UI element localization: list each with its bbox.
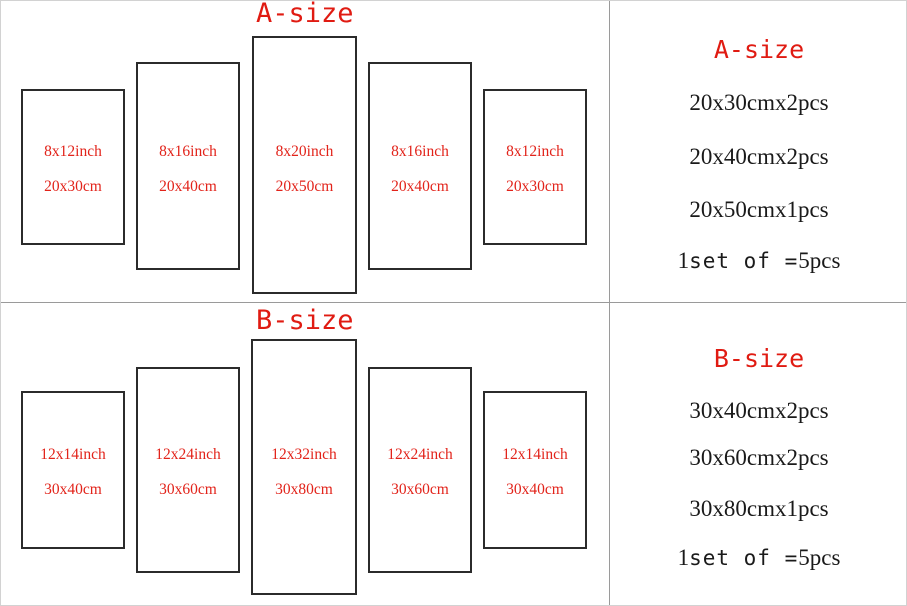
a-panel-5-labels: 8x12inch 20x30cm xyxy=(485,134,585,204)
a-panel-1-labels: 8x12inch 20x30cm xyxy=(23,134,123,204)
column-divider-bottom xyxy=(609,303,610,605)
column-divider-top xyxy=(609,1,610,302)
b-panel-2-labels: 12x24inch 30x60cm xyxy=(138,437,238,507)
b-panel-4-cm: 30x60cm xyxy=(391,481,449,498)
a-size-diagram-title: A-size xyxy=(256,0,354,29)
b-size-diagram-title: B-size xyxy=(256,305,354,336)
a-panel-3: 8x20inch 20x50cm xyxy=(252,36,357,294)
b-size-info-total: 1set of =5pcs xyxy=(610,545,906,570)
b-panel-3-cm: 30x80cm xyxy=(275,481,333,498)
b-panel-5-inch: 12x14inch xyxy=(502,446,568,463)
b-panel-1-cm: 30x40cm xyxy=(44,481,102,498)
b-size-info-title: B-size xyxy=(713,344,805,373)
b-size-total-middle: set of = xyxy=(689,546,799,570)
a-panel-4-cm: 20x40cm xyxy=(391,178,449,195)
a-size-total-middle: set of = xyxy=(689,249,799,273)
b-panel-2: 12x24inch 30x60cm xyxy=(136,367,240,573)
b-size-info-column: B-size 30x40cmx2pcs 30x60cmx2pcs 30x80cm… xyxy=(610,303,906,605)
a-panel-2-inch: 8x16inch xyxy=(159,143,217,160)
b-panel-1-inch: 12x14inch xyxy=(40,446,106,463)
b-panel-5-cm: 30x40cm xyxy=(506,481,564,498)
b-size-info-line-2: 30x60cmx2pcs xyxy=(689,445,829,470)
a-panel-2: 8x16inch 20x40cm xyxy=(136,62,240,270)
a-panel-5-inch: 8x12inch xyxy=(506,143,564,160)
b-panel-3-labels: 12x32inch 30x80cm xyxy=(253,437,355,507)
b-panel-4: 12x24inch 30x60cm xyxy=(368,367,472,573)
b-panel-4-inch: 12x24inch xyxy=(387,446,453,463)
b-panel-5: 12x14inch 30x40cm xyxy=(483,391,587,549)
a-size-info-total: 1set of =5pcs xyxy=(610,248,906,273)
a-size-row: A-size 8x12inch 20x30cm 8x16inch 20x40cm… xyxy=(1,0,906,302)
a-size-info-title: A-size xyxy=(713,35,805,64)
a-panel-4: 8x16inch 20x40cm xyxy=(368,62,472,270)
b-panel-5-labels: 12x14inch 30x40cm xyxy=(485,437,585,507)
b-panel-2-cm: 30x60cm xyxy=(159,481,217,498)
b-panel-3: 12x32inch 30x80cm xyxy=(251,339,357,595)
b-panel-1: 12x14inch 30x40cm xyxy=(21,391,125,549)
a-size-total-suffix: 5pcs xyxy=(798,248,841,273)
a-panel-3-cm: 20x50cm xyxy=(275,178,334,195)
a-panel-3-inch: 8x20inch xyxy=(275,143,334,160)
a-panel-4-inch: 8x16inch xyxy=(391,143,449,160)
a-panel-4-labels: 8x16inch 20x40cm xyxy=(370,134,470,204)
b-size-total-suffix: 5pcs xyxy=(798,545,841,570)
b-size-total-prefix: 1 xyxy=(677,545,690,570)
b-size-row: B-size 12x14inch 30x40cm 12x24inch 30x60… xyxy=(1,303,906,605)
a-panel-1: 8x12inch 20x30cm xyxy=(21,89,125,245)
a-panel-5-cm: 20x30cm xyxy=(506,178,564,195)
b-panel-1-labels: 12x14inch 30x40cm xyxy=(23,437,123,507)
b-panel-3-inch: 12x32inch xyxy=(271,446,337,463)
b-size-info-line-1: 30x40cmx2pcs xyxy=(689,398,829,423)
a-panel-2-cm: 20x40cm xyxy=(159,178,217,195)
a-size-info-column: A-size 20x30cmx2pcs 20x40cmx2pcs 20x50cm… xyxy=(610,1,906,302)
a-size-info-line-3: 20x50cmx1pcs xyxy=(689,197,829,222)
a-panel-5: 8x12inch 20x30cm xyxy=(483,89,587,245)
row-divider xyxy=(1,302,906,303)
a-panel-1-inch: 8x12inch xyxy=(44,143,102,160)
b-panel-4-labels: 12x24inch 30x60cm xyxy=(370,437,470,507)
a-panel-1-cm: 20x30cm xyxy=(44,178,102,195)
b-panel-2-inch: 12x24inch xyxy=(155,446,221,463)
a-size-total-prefix: 1 xyxy=(677,248,690,273)
a-size-info-line-2: 20x40cmx2pcs xyxy=(689,144,829,169)
a-panel-2-labels: 8x16inch 20x40cm xyxy=(138,134,238,204)
b-size-info-line-3: 30x80cmx1pcs xyxy=(689,496,829,521)
a-panel-3-labels: 8x20inch 20x50cm xyxy=(254,134,355,204)
a-size-info-line-1: 20x30cmx2pcs xyxy=(689,90,829,115)
